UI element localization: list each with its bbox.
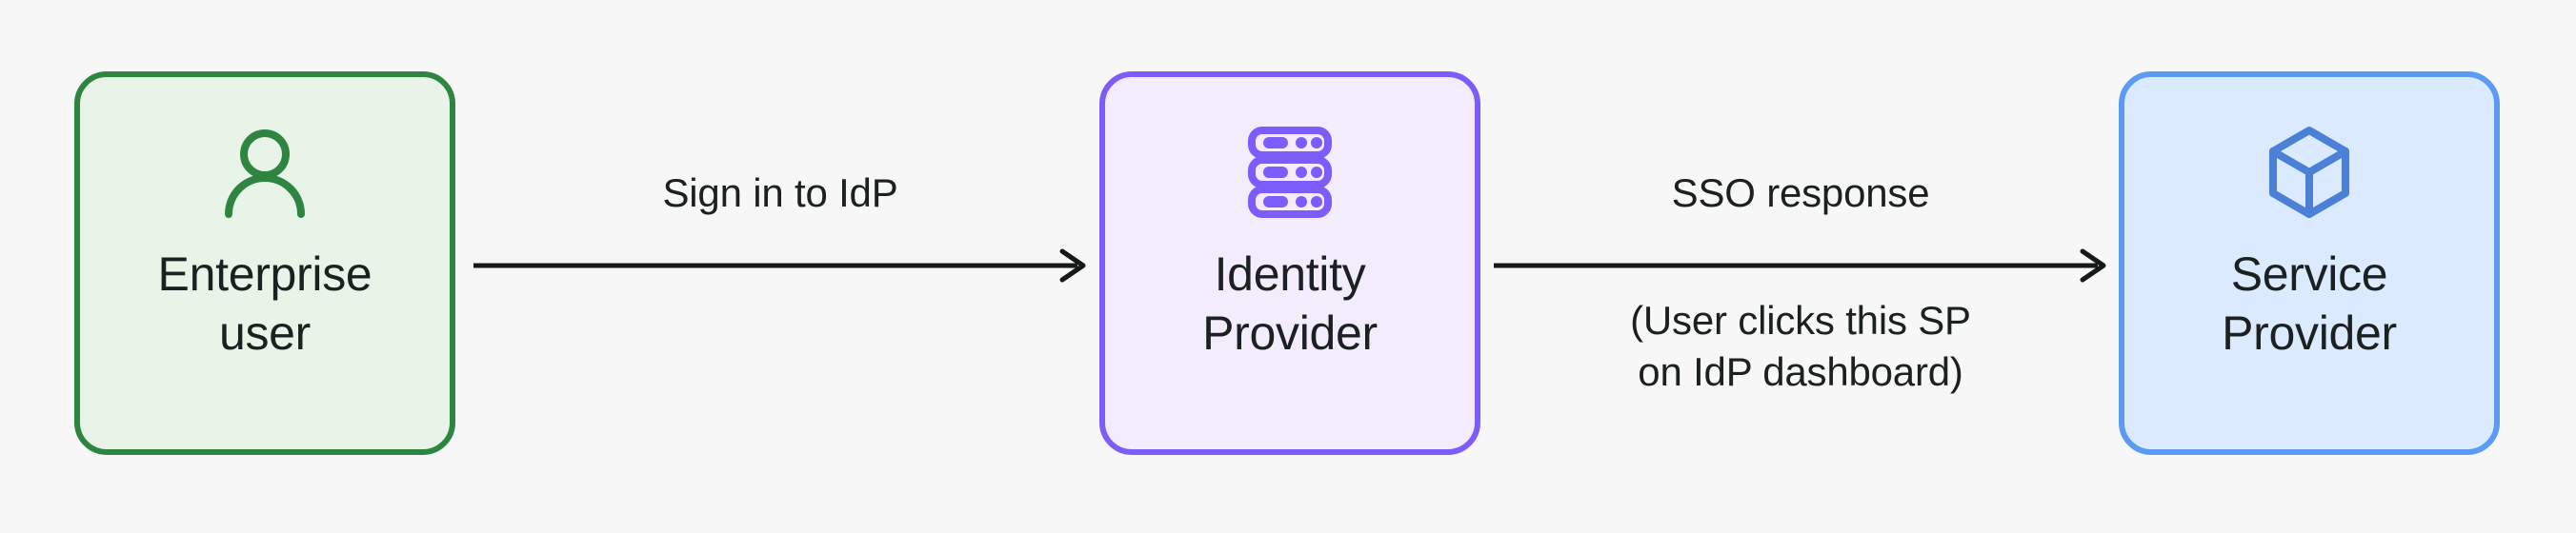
server-rack-icon [1242,123,1338,222]
edge-label-sso-response: SSO response [1671,170,1930,215]
edge-note-line: on IdP dashboard) [1638,349,1963,394]
edge-label-sign-in-to-idp: Sign in to IdP [662,170,898,215]
edge-note-user-clicks-sp: (User clicks this SP on IdP dashboard) [1473,295,2128,398]
node-label-line: Provider [2222,306,2397,360]
arrow-user-to-idp [472,246,1089,286]
person-icon [217,123,312,222]
node-label-line: Enterprise [157,247,372,301]
node-label-line: Identity [1214,247,1366,301]
cube-icon [2262,123,2357,222]
arrow-idp-to-sp [1492,246,2109,286]
edge-note-line: (User clicks this SP [1630,298,1971,343]
node-label-line: Provider [1202,306,1378,360]
node-label-line: user [218,306,312,360]
node-label-line: Service [2230,247,2388,301]
